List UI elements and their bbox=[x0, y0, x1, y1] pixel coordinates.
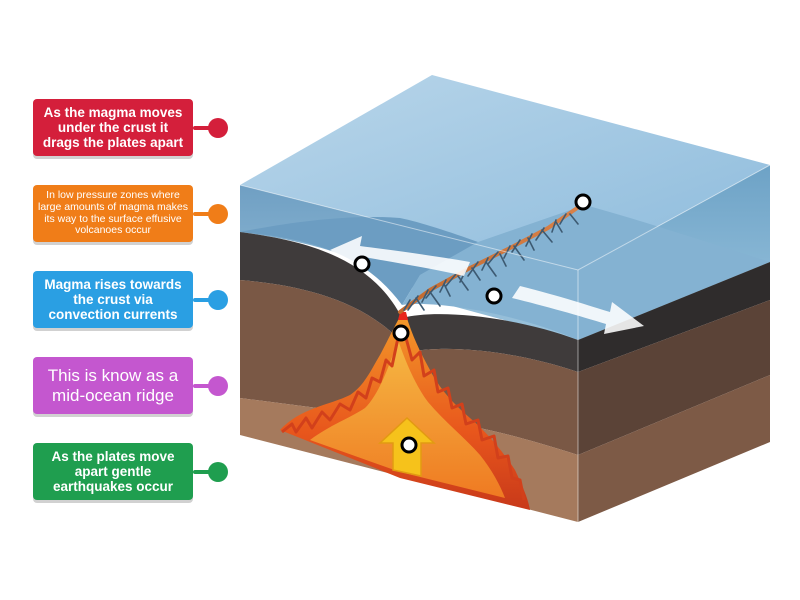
ridge-faults bbox=[403, 213, 579, 311]
connector-line bbox=[193, 126, 215, 130]
connector-line bbox=[193, 212, 215, 216]
magma-vent bbox=[398, 312, 408, 320]
label-card-earthquakes[interactable]: As the plates move apart gentle earthqua… bbox=[33, 443, 193, 500]
label-text: As the magma moves under the crust it dr… bbox=[42, 104, 184, 151]
block-edges bbox=[239, 164, 771, 522]
side-crust-brown bbox=[578, 300, 770, 455]
plate-arrow-left bbox=[330, 236, 470, 276]
connector-line bbox=[193, 384, 215, 388]
label-text: In low pressure zones where large amount… bbox=[38, 188, 188, 237]
connector-knob[interactable] bbox=[208, 290, 228, 310]
connector-knob[interactable] bbox=[208, 204, 228, 224]
drop-markers bbox=[353, 193, 592, 454]
label-card-convection-currents[interactable]: Magma rises towards the crust via convec… bbox=[33, 271, 193, 328]
side-mantle bbox=[578, 375, 770, 522]
connector-knob[interactable] bbox=[208, 118, 228, 138]
magma-edge bbox=[281, 337, 526, 501]
connector-knob[interactable] bbox=[208, 462, 228, 482]
label-card-mid-ocean-ridge[interactable]: This is know as a mid-ocean ridge bbox=[33, 357, 193, 414]
marker-ridge-crest[interactable] bbox=[574, 193, 592, 211]
connector-line bbox=[193, 470, 215, 474]
label-text: As the plates move apart gentle earthqua… bbox=[51, 448, 175, 495]
marker-magma[interactable] bbox=[400, 436, 418, 454]
label-card-effusive-volcanoes[interactable]: In low pressure zones where large amount… bbox=[33, 185, 193, 242]
marker-left-plate[interactable] bbox=[353, 255, 371, 273]
marker-vent[interactable] bbox=[392, 324, 410, 342]
connector-knob[interactable] bbox=[208, 376, 228, 396]
crust-dark-layer bbox=[240, 232, 578, 372]
side-crust-dark bbox=[578, 262, 770, 372]
label-text: Magma rises towards the crust via convec… bbox=[44, 276, 182, 323]
connector-line bbox=[193, 298, 215, 302]
seafloor-right-plate bbox=[402, 205, 770, 340]
marker-right-plate[interactable] bbox=[485, 287, 503, 305]
label-card-plates-apart[interactable]: As the magma moves under the crust it dr… bbox=[33, 99, 193, 156]
label-text: This is know as a mid-ocean ridge bbox=[47, 366, 179, 405]
